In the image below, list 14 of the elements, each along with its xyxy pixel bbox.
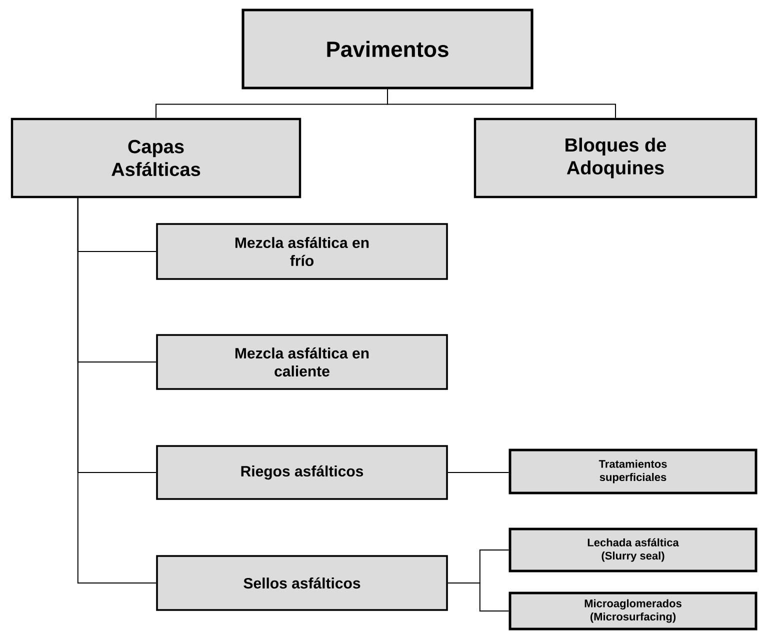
connector-line [447, 472, 510, 473]
connector-line [77, 198, 157, 584]
category-box: Mezcla asfáltica en frío [156, 223, 448, 280]
category-box: Lechada asfáltica (Slurry seal) [508, 528, 758, 572]
connector-line [387, 88, 616, 118]
category-box: Sellos asfálticos [156, 555, 448, 611]
connector-line [447, 582, 510, 612]
category-box: Mezcla asfáltica en caliente [156, 334, 448, 390]
category-box: Tratamientos superficiales [508, 448, 758, 494]
category-box: Riegos asfálticos [156, 445, 448, 500]
category-box: Bloques de Adoquines [474, 118, 758, 198]
root-box: Pavimentos [242, 8, 534, 90]
category-box: Capas Asfálticas [10, 118, 302, 198]
category-box: Microaglomerados (Microsurfacing) [508, 592, 758, 630]
